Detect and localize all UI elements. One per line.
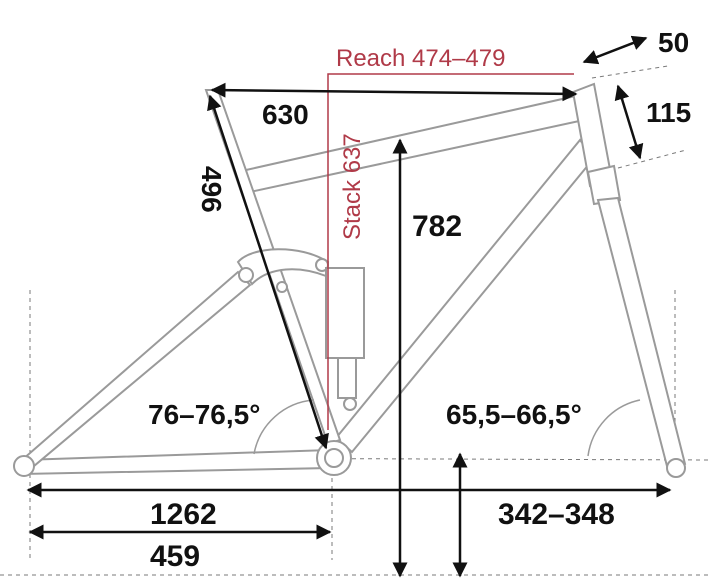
head-angle-label: 65,5–66,5° [446,399,582,430]
chainstay [21,448,331,476]
seatstay [20,270,252,468]
headset-arrow [582,35,648,65]
seat-angle-label: 76–76,5° [148,399,260,430]
rear-dropout [13,455,35,477]
pivot-seat [276,281,288,293]
wheelbase-label: 1262 [150,498,217,531]
chainstay-label: 459 [150,540,200,573]
guide-lines [0,65,712,576]
top-tube-arrow [210,82,578,102]
fork-leg [596,196,687,472]
dimension-arrows [26,35,672,578]
fork-upper [586,164,622,206]
head-top-guide [591,65,669,79]
bb-drop-label: 342–348 [498,498,615,531]
front-dropout [666,458,686,478]
head-bottom-guide [617,149,687,169]
head-tube-label: 115 [646,97,691,128]
shock-shaft [337,357,357,399]
bb-inner [324,448,344,468]
head-angle-arc [587,399,641,457]
shock-body [325,267,365,359]
shock-lower-mount [343,397,357,411]
seat-angle-arc [253,399,315,455]
seat-tube-label: 496 [196,166,227,213]
stack-label: Stack 637 [339,133,366,240]
reach-label: Reach 474–479 [336,45,505,72]
seat-tube-arrow [207,94,329,450]
pivot-rocker [238,267,254,283]
top-tube-label: 630 [262,99,309,130]
headset-offset-label: 50 [658,27,689,58]
stack-length-label: 782 [412,210,462,243]
head-tube-arrow [614,84,644,160]
